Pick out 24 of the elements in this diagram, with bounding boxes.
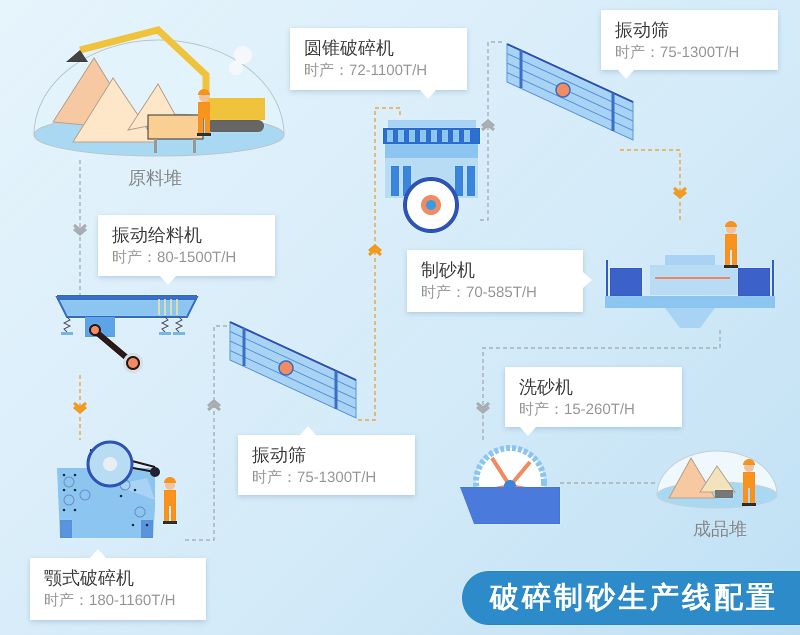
machine-name: 圆锥破碎机 (304, 37, 395, 60)
machine-name: 振动给料机 (112, 224, 203, 247)
pile-label: 原料堆 (128, 167, 182, 190)
title-banner: 破碎制砂生产线配置 (462, 571, 800, 625)
flow-arrow (72, 160, 88, 295)
flow-arrow (72, 375, 88, 440)
machine-name: 振动筛 (252, 444, 307, 467)
flow-arrow (480, 41, 505, 221)
capacity-text: 时产：75-1300T/H (615, 43, 740, 63)
flow-arrow (358, 107, 401, 421)
capacity-text: 时产：72-1100T/H (304, 61, 428, 81)
capacity-text: 时产：80-1500T/H (112, 248, 238, 268)
machine-name: 颚式破碎机 (44, 567, 135, 590)
flow-arrow (185, 325, 228, 541)
capacity-text: 时产：15-260T/H (519, 400, 636, 420)
capacity-text: 时产：75-1300T/H (252, 468, 378, 488)
pile-label: 成品堆 (693, 518, 747, 541)
machine-name: 洗砂机 (519, 376, 574, 399)
machine-name: 振动筛 (615, 19, 670, 42)
machine-name: 制砂机 (421, 259, 476, 282)
capacity-text: 时产：180-1160T/H (44, 591, 176, 611)
capacity-text: 时产：70-585T/H (421, 283, 538, 303)
flow-arrow (620, 149, 688, 220)
flow-arrow (476, 330, 721, 440)
